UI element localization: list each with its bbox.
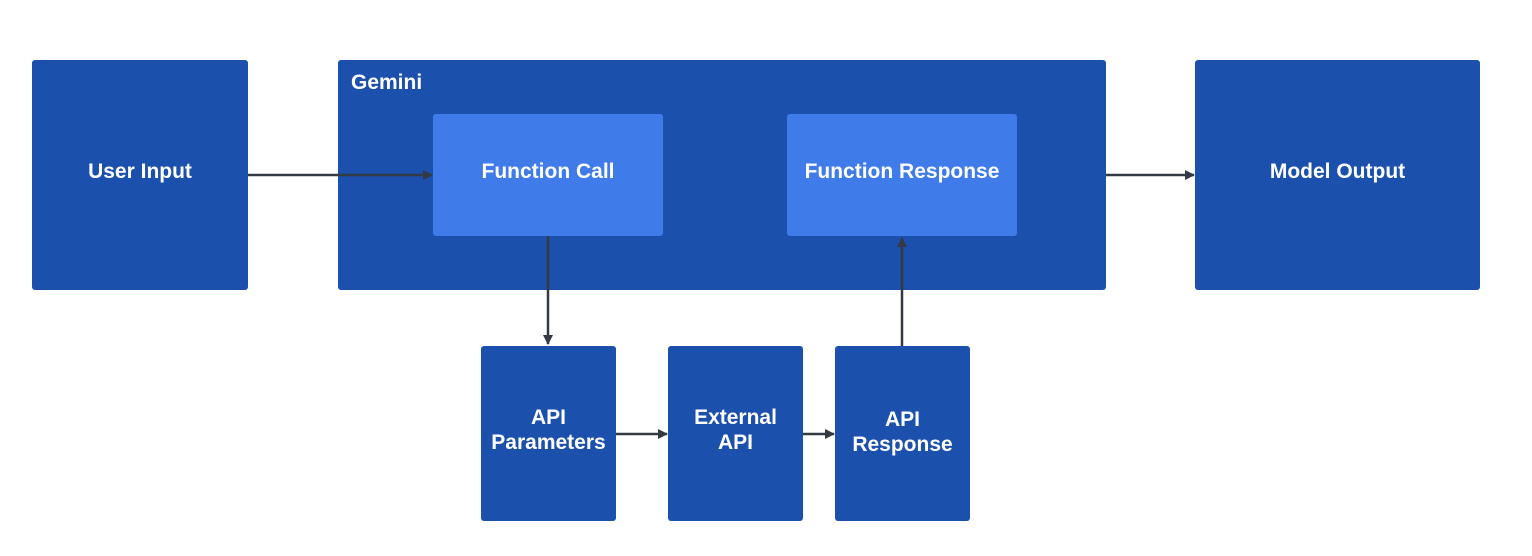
function-response-label: Function Response — [804, 160, 1000, 183]
function-response-node: Function Response — [787, 114, 1017, 236]
api-response-label-line1: API — [884, 408, 920, 431]
function-call-node: Function Call — [433, 114, 663, 236]
external-api-label-line2: API — [717, 431, 753, 454]
api-response-label-line2: Response — [852, 433, 953, 456]
model-output-node: Model Output — [1195, 60, 1480, 290]
function-call-label: Function Call — [481, 160, 615, 183]
api-parameters-node: API Parameters — [481, 346, 616, 521]
user-input-label: User Input — [88, 160, 192, 183]
api-response-node: API Response — [835, 346, 970, 521]
api-parameters-label-line2: Parameters — [491, 431, 606, 454]
external-api-node: External API — [668, 346, 803, 521]
external-api-label-line1: External — [694, 406, 777, 429]
api-parameters-label-line1: API — [530, 406, 566, 429]
user-input-node: User Input — [32, 60, 248, 290]
gemini-title: Gemini — [351, 71, 423, 94]
model-output-label: Model Output — [1269, 160, 1406, 183]
